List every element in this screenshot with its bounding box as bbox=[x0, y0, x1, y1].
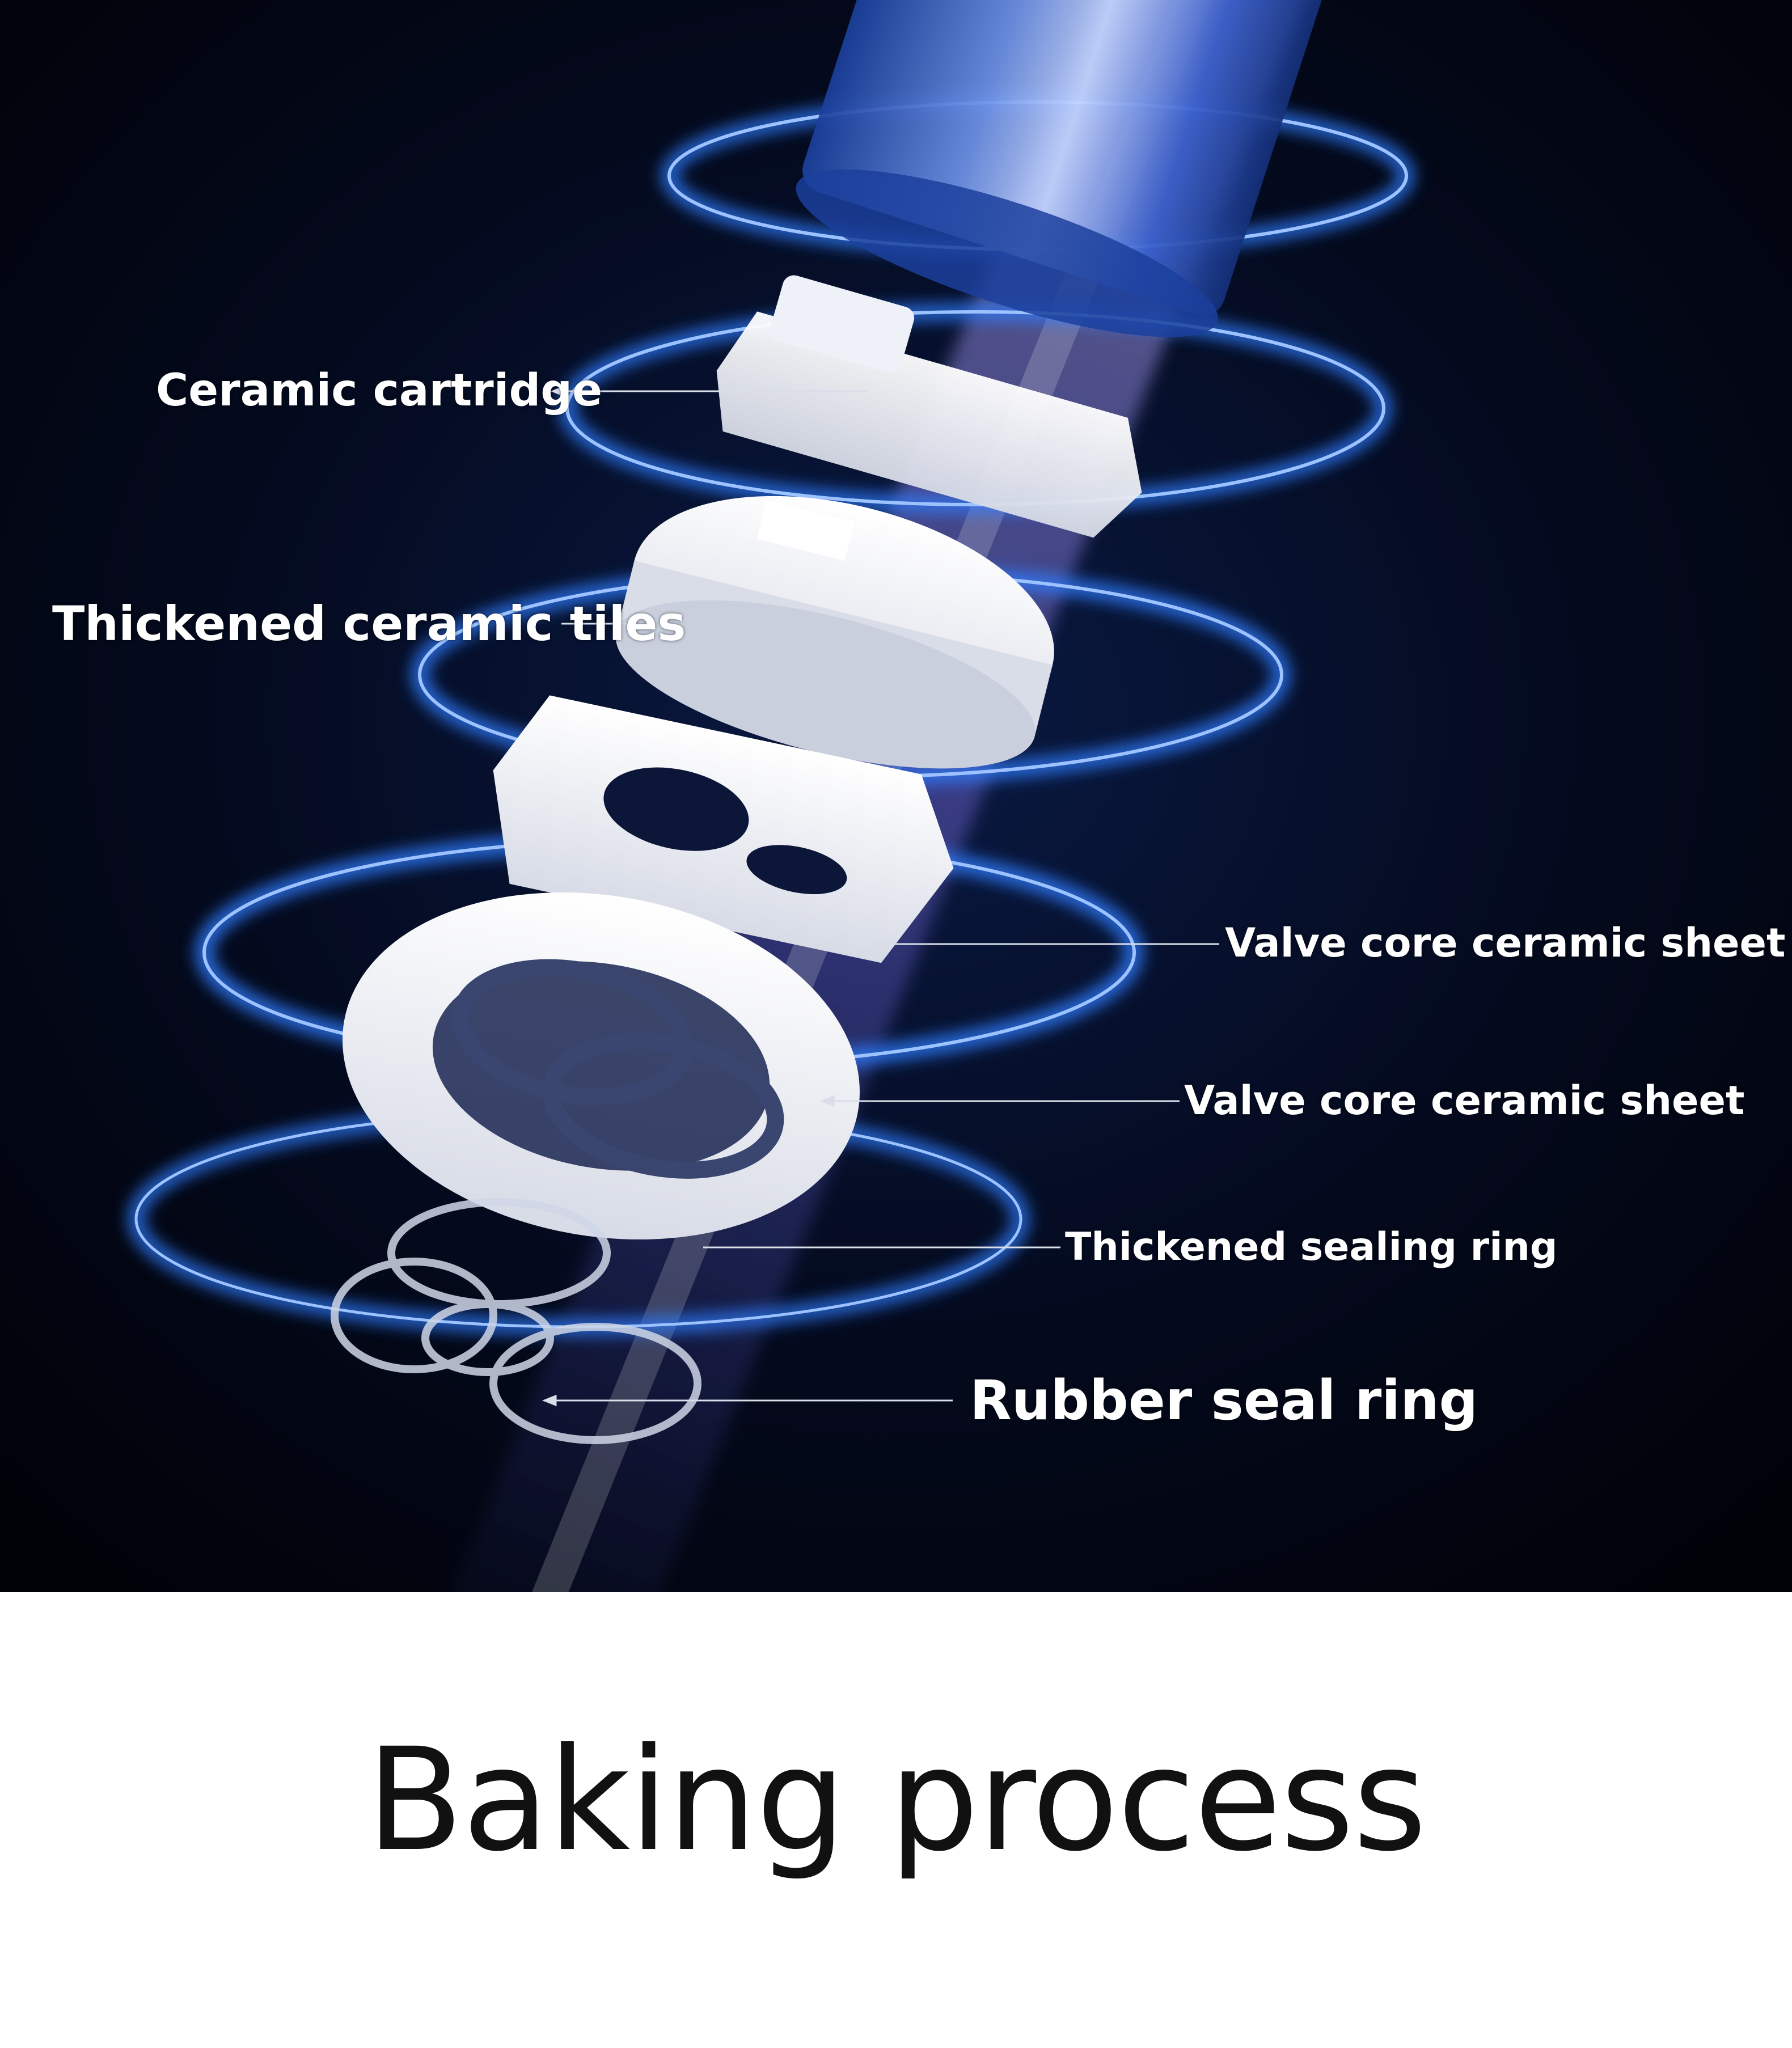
ceramic-cartridge-piece bbox=[716, 275, 1142, 538]
label-ceramic-cartridge: Ceramic cartridge bbox=[156, 365, 603, 416]
label-thickened-sealing-ring: Thickened sealing ring bbox=[1065, 1225, 1558, 1270]
valve-core-ceramic-sheet-lower bbox=[343, 892, 860, 1240]
exploded-cartridge-illustration bbox=[0, 0, 1792, 1592]
label-thickened-ceramic-tiles: Thickened ceramic tiles bbox=[52, 596, 686, 651]
cartridge-cylinder bbox=[796, 0, 1345, 337]
label-rubber-seal-ring: Rubber seal ring bbox=[970, 1369, 1478, 1432]
leader-lines bbox=[542, 385, 1219, 1407]
label-valve-core-ceramic-sheet-1: Valve core ceramic sheet bbox=[1225, 920, 1786, 966]
rubber-seal-rings bbox=[331, 1198, 701, 1444]
label-valve-core-ceramic-sheet-2: Valve core ceramic sheet bbox=[1184, 1077, 1745, 1124]
thickened-ceramic-tile bbox=[615, 496, 1054, 769]
page-title: Baking process bbox=[366, 1717, 1427, 1882]
